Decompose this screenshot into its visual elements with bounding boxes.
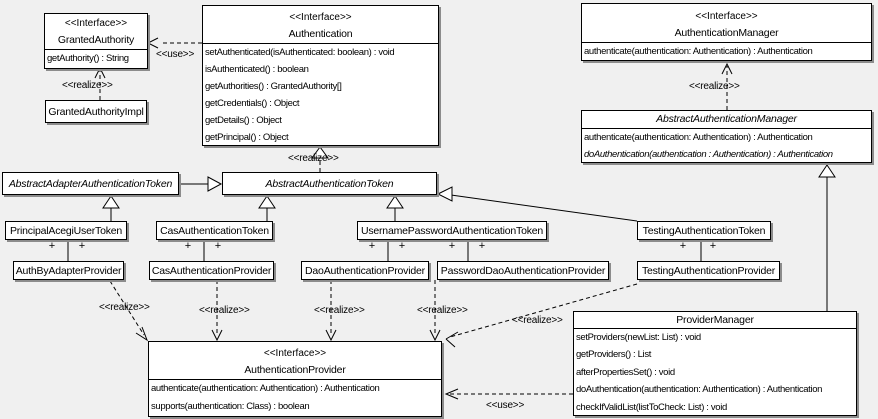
class-cas-authentication-provider[interactable]: CasAuthenticationProvider [149,261,274,280]
method: getPrincipal() : Object [205,132,289,143]
stereotype: <<Interface>> [695,11,758,22]
class-granted-authority-impl[interactable]: GrantedAuthorityImpl [45,100,147,123]
class-name: TestingAuthenticationToken [642,224,766,237]
class-name: Authentication [288,28,353,40]
class-name: GrantedAuthority [57,34,135,46]
class-testing-authentication-token[interactable]: TestingAuthenticationToken [637,221,771,240]
gen-edge-principal [102,195,120,221]
class-name: AuthenticationManager [674,27,779,39]
gen-edge-usernamepassword-token [386,195,404,221]
class-authentication-manager[interactable]: <<Interface>> AuthenticationManager auth… [581,3,872,61]
class-name: AbstractAdapterAuthenticationToken [8,177,173,190]
method: supports(authentication: Class) : boolea… [151,401,310,412]
method: setAuthenticated(isAuthenticated: boolea… [205,47,395,58]
use-label-bottom: <<use>> [486,400,525,411]
class-cas-authentication-token[interactable]: CasAuthenticationToken [156,221,273,240]
realize-label-authbyadapter: <<realize>> [99,302,150,313]
class-name: TestingAuthenticationProvider [641,264,776,277]
class-dao-authentication-provider[interactable]: DaoAuthenticationProvider [301,261,429,280]
stereotype: <<Interface>> [263,348,327,359]
class-abstract-adapter-authentication-token[interactable]: AbstractAdapterAuthenticationToken [2,172,179,195]
use-edge-providermanager [444,388,573,400]
realize-edge-passworddaoprovider [429,280,441,342]
assoc-edges-token-provider [67,240,702,261]
method: getCredentials() : Object [205,98,300,109]
method: getAuthority() : String [47,53,129,64]
class-name: PrincipalAcegiUserToken [9,224,123,237]
realize-edge-authbyadapter [109,280,149,342]
stereotype: <<Interface>> [64,18,128,29]
class-principal-acegi-user-token[interactable]: PrincipalAcegiUserToken [5,221,127,240]
method: setProviders(newList: List) : void [576,332,701,343]
realize-label-testing: <<realize>> [512,315,563,326]
plus-marker: + [184,240,192,252]
method: getProviders() : List [576,349,652,361]
plus-marker: + [448,240,456,252]
realize-label-token: <<realize>> [288,153,339,164]
plus-marker: + [478,240,486,252]
gen-edge-adapter-token [179,176,223,192]
class-abstract-authentication-token[interactable]: AbstractAuthenticationToken [222,172,437,195]
plus-marker: + [679,240,687,252]
class-name: PasswordDaoAuthenticationProvider [440,264,606,277]
realize-label-cas: <<realize>> [199,305,250,316]
plus-marker: + [709,240,717,252]
use-label-top: <<use>> [156,49,195,60]
use-edge-authentication-grantedauthority [146,37,202,49]
class-authentication-provider[interactable]: <<Interface>> AuthenticationProvider aut… [148,341,442,417]
gen-edge-cas-token [258,195,276,221]
realize-edge-testingprovider [445,283,638,348]
gen-edge-testing-token [436,186,638,222]
class-username-password-authentication-token[interactable]: UsernamePasswordAuthenticationToken [357,221,547,240]
method: authenticate(authentication: Authenticat… [151,383,380,394]
class-name: GrantedAuthorityImpl [48,105,144,118]
class-password-dao-authentication-provider[interactable]: PasswordDaoAuthenticationProvider [437,261,609,280]
method: doAuthentication(authentication : Authen… [584,149,833,160]
realize-edge-casprovider [211,280,223,342]
class-name: AbstractAuthenticationManager [656,113,797,125]
plus-marker: + [214,240,222,252]
method: getDetails() : Object [205,115,282,126]
realize-edge-abstractauthenticationmanager [721,62,733,110]
method: isAuthenticated() : boolean [205,64,309,75]
class-name: UsernamePasswordAuthenticationToken [360,224,544,237]
gen-edge-providermanager [818,164,836,311]
method: checkIfValidList(listToCheck: List) : vo… [576,401,727,413]
plus-marker: + [398,240,406,252]
class-authentication[interactable]: <<Interface>> Authentication setAuthenti… [202,5,439,146]
realize-label-dao: <<realize>> [314,305,365,316]
realize-label-passworddao: <<realize>> [417,305,468,316]
class-granted-authority[interactable]: <<Interface>> GrantedAuthority getAuthor… [44,13,148,69]
method: authenticate(authentication: Authenticat… [584,46,813,57]
stereotype: <<Interface>> [289,12,352,23]
class-name: CasAuthenticationToken [160,224,269,237]
class-name: CasAuthenticationProvider [151,264,272,277]
realize-edge-daoprovider [325,280,337,342]
realize-edge-abstractauthenticationtoken [311,146,329,172]
realize-label-grantedauthority: <<realize>> [62,80,113,91]
plus-marker: + [368,240,376,252]
realize-label-authmanager: <<realize>> [689,81,740,92]
class-name: ProviderManager [676,314,754,326]
class-provider-manager[interactable]: ProviderManager setProviders(newList: Li… [573,311,857,416]
plus-marker: + [48,240,56,252]
class-abstract-authentication-manager[interactable]: AbstractAuthenticationManager authentica… [581,110,872,163]
class-auth-by-adapter-provider[interactable]: AuthByAdapterProvider [13,261,124,280]
plus-marker: + [78,240,86,252]
method: authenticate(authentication: Authenticat… [584,132,813,143]
method: getAuthorities() : GrantedAuthority[] [205,81,342,92]
class-name: DaoAuthenticationProvider [305,264,425,277]
class-name: AuthenticationProvider [244,364,346,376]
method: afterPropertiesSet() : void [576,366,675,378]
class-name: AbstractAuthenticationToken [265,177,394,190]
class-name: AuthByAdapterProvider [15,264,122,277]
method: doAuthentication(authentication: Authent… [576,384,823,396]
class-testing-authentication-provider[interactable]: TestingAuthenticationProvider [637,261,780,280]
